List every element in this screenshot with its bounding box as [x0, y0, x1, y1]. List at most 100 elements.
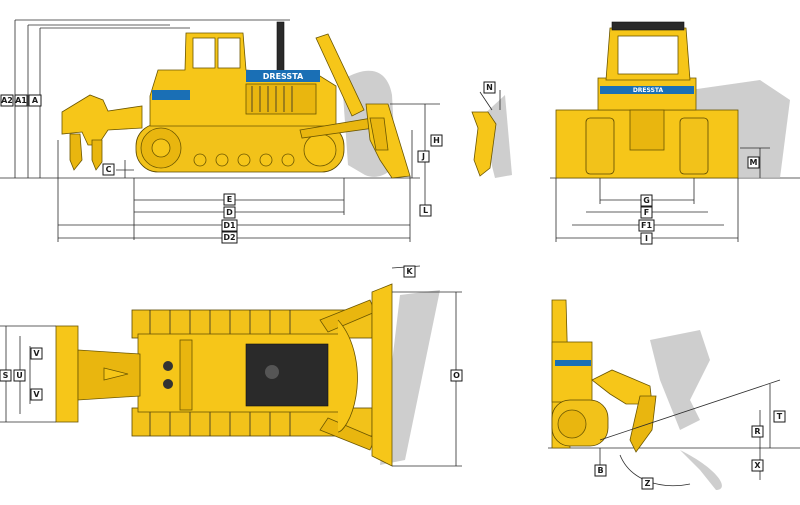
cab-window-rear	[192, 37, 216, 69]
label-Z: Z	[641, 477, 654, 490]
svg-text:A1: A1	[15, 96, 27, 105]
exhaust-stack	[276, 21, 285, 73]
ripper-side-stripe	[555, 360, 591, 366]
left-track-front	[585, 117, 615, 175]
label-C: C	[102, 163, 115, 176]
brand-wordmark: DRESSTA	[263, 72, 304, 81]
ripper-shank-detail	[471, 111, 497, 177]
cab-top	[179, 339, 193, 411]
ripper-detail-view	[471, 90, 512, 178]
label-T: T	[773, 410, 786, 423]
label-J: J	[417, 150, 430, 163]
svg-text:Z: Z	[645, 479, 651, 488]
front-radiator	[629, 109, 665, 151]
ripper-beam-top	[55, 325, 79, 423]
svg-text:B: B	[597, 466, 603, 475]
label-X: X	[751, 459, 764, 472]
label-D1: D1	[221, 219, 238, 232]
svg-text:S: S	[3, 371, 9, 380]
rear-ripper-shank	[69, 133, 83, 171]
label-V-lower: V	[30, 388, 43, 401]
svg-text:M: M	[750, 158, 758, 167]
label-I: I	[640, 232, 653, 245]
dimension-labels: A2 A1 A C E D D1 D2 H J L N M G F F1 I K…	[0, 81, 786, 490]
pivot-top-1	[163, 361, 173, 371]
ripper-side-view	[548, 299, 800, 490]
label-A: A	[28, 94, 42, 107]
svg-text:K: K	[406, 267, 413, 276]
label-H: H	[430, 134, 443, 147]
svg-text:X: X	[754, 461, 761, 470]
svg-text:T: T	[777, 412, 783, 421]
cab-window-front	[217, 37, 241, 69]
brand-band	[246, 70, 320, 82]
blade-arms-top	[337, 319, 358, 433]
svg-text:D2: D2	[223, 233, 235, 242]
idler	[303, 133, 337, 167]
svg-text:L: L	[423, 206, 428, 215]
rear-ripper-shank-2	[91, 139, 103, 171]
front-brand-band	[600, 86, 694, 94]
svg-text:V: V	[33, 390, 40, 399]
label-V-upper: V	[30, 347, 43, 360]
front-view: DRESSTA	[550, 21, 800, 242]
front-brand-wordmark: DRESSTA	[633, 87, 664, 94]
label-B: B	[594, 464, 607, 477]
ripper-side-body	[551, 341, 593, 403]
top-view	[0, 265, 462, 467]
exhaust-top	[265, 365, 279, 379]
track-shoes-top	[149, 310, 291, 436]
sprocket-hub	[151, 138, 171, 158]
right-track-front	[679, 117, 709, 175]
svg-text:G: G	[643, 196, 650, 205]
ripper-side-shank	[629, 395, 657, 453]
label-F: F	[640, 206, 653, 219]
engine-deck	[245, 343, 329, 407]
svg-text:E: E	[227, 195, 232, 204]
label-M: M	[747, 156, 760, 169]
engine-hood-grille	[245, 83, 317, 115]
svg-text:R: R	[754, 427, 760, 436]
front-windshield	[617, 35, 679, 75]
svg-text:A2: A2	[1, 96, 13, 105]
label-E: E	[223, 193, 236, 206]
svg-text:F: F	[644, 208, 649, 217]
pivot-top-2	[163, 379, 173, 389]
svg-text:F1: F1	[641, 221, 652, 230]
track-rollers	[193, 153, 295, 167]
label-S: S	[0, 369, 12, 382]
grille-slats	[251, 86, 293, 112]
ripper-link-top	[103, 367, 129, 381]
lift-cylinder	[315, 33, 365, 117]
side-stripe	[152, 90, 190, 100]
label-A1: A1	[14, 94, 28, 107]
label-R: R	[751, 425, 764, 438]
svg-text:I: I	[645, 234, 648, 243]
svg-text:N: N	[486, 83, 493, 92]
label-F1: F1	[638, 219, 655, 232]
svg-text:D: D	[226, 208, 233, 217]
label-N: N	[483, 81, 496, 94]
svg-text:D1: D1	[223, 221, 236, 230]
blade-back	[369, 117, 389, 151]
dim-Z	[619, 454, 691, 487]
label-D: D	[223, 206, 236, 219]
label-U: U	[13, 369, 26, 382]
svg-text:O: O	[453, 371, 460, 380]
svg-text:H: H	[433, 136, 440, 145]
label-O: O	[450, 369, 463, 382]
cab-roof	[611, 21, 685, 31]
label-G: G	[640, 194, 653, 207]
ripper-side-sprocket	[557, 409, 587, 439]
svg-text:A: A	[32, 96, 39, 105]
label-D2: D2	[221, 231, 238, 244]
svg-text:U: U	[16, 371, 23, 380]
svg-text:V: V	[33, 349, 40, 358]
side-view: DRESSTA	[0, 19, 440, 242]
label-A2: A2	[0, 94, 14, 107]
svg-text:J: J	[421, 152, 425, 161]
svg-text:C: C	[106, 165, 112, 174]
top-blade	[371, 283, 393, 467]
label-K: K	[403, 265, 416, 278]
